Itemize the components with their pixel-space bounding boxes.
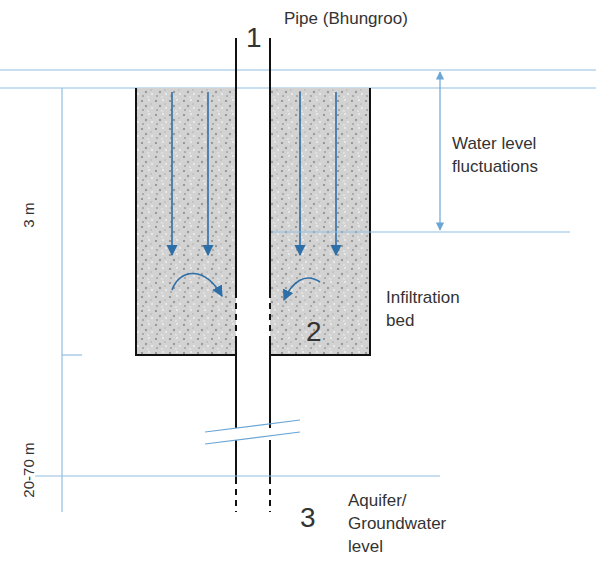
dimension-note: Water level fluctuations [452, 133, 582, 179]
part-name: Pipe (Bhungroo) [284, 8, 484, 31]
infiltration-bed [136, 88, 236, 355]
infiltration-bed [270, 88, 370, 355]
dimension: 3 m [20, 202, 40, 227]
part-name: Aquifer/ Groundwater level [348, 490, 466, 559]
dimension: 20-70 m [20, 442, 40, 497]
part-name: Infiltration bed [386, 287, 481, 333]
callout-number: 3 [300, 504, 316, 532]
callout-number: 1 [246, 24, 262, 52]
pipe [236, 38, 270, 512]
callout-number: 2 [306, 318, 322, 346]
